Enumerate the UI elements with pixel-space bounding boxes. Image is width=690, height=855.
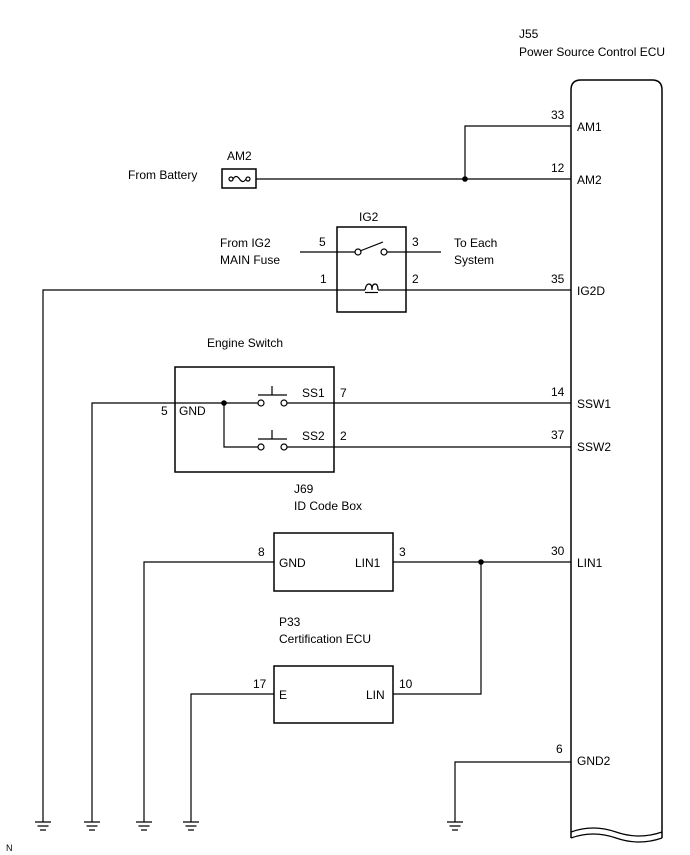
gnd2-wire [454, 761, 571, 822]
id-code-box-lin-pin: 3 [399, 545, 406, 559]
id-code-box-gnd-pin: 8 [258, 545, 265, 559]
ground-icon [183, 821, 199, 831]
lin-wiring [143, 559, 571, 822]
engine-switch-gnd-pin: 5 [161, 404, 168, 418]
ground-icon [35, 821, 51, 831]
engine-switch-title: Engine Switch [207, 336, 283, 350]
ecu-pin-12: 12 [551, 161, 565, 175]
relay-name: IG2 [359, 210, 379, 224]
engine-switch-ss1-pin: 7 [340, 386, 347, 400]
fuse-icon [221, 168, 257, 189]
cert-ecu-e-label: E [279, 688, 287, 702]
relay-pin-2: 2 [412, 272, 419, 286]
ground-icon [84, 821, 100, 831]
relay-pin-1: 1 [320, 272, 327, 286]
id-code-box-gnd-label: GND [279, 556, 306, 570]
ecu-terminal-ig2d: IG2D [577, 284, 605, 298]
ecu-terminal-ssw2: SSW2 [577, 440, 611, 454]
engine-switch-gnd-label: GND [179, 404, 206, 418]
relay-coil-icon [337, 283, 379, 294]
ground-icon [447, 821, 463, 831]
id-code-box-code: J69 [294, 482, 314, 496]
cert-ecu-lin-pin: 10 [399, 677, 413, 691]
relay-left-label-2: MAIN Fuse [220, 253, 280, 267]
relay-pin-3: 3 [412, 235, 419, 249]
am-wiring [256, 125, 571, 182]
ecu-pin-35: 35 [551, 272, 565, 286]
ecu-pin-37: 37 [551, 428, 565, 442]
ecu-code: J55 [519, 27, 539, 41]
engine-switch-wiring [91, 386, 571, 822]
ecu-terminal-lin1: LIN1 [577, 556, 603, 570]
cert-ecu-name: Certification ECU [279, 632, 371, 646]
ecu-terminal-am1: AM1 [577, 120, 602, 134]
cert-ecu-lin-label: LIN [366, 688, 385, 702]
ecu-terminal-ssw1: SSW1 [577, 397, 611, 411]
corner-mark: N [6, 843, 13, 853]
fuse-source-label: From Battery [128, 168, 197, 182]
ecu-pin-33: 33 [551, 108, 565, 122]
engine-switch-ss1-label: SS1 [302, 386, 325, 400]
cert-ecu-ground-wire [190, 693, 274, 822]
relay-right-label-2: System [454, 253, 494, 267]
wire-junction [462, 176, 468, 182]
ecu-terminal-am2: AM2 [577, 173, 602, 187]
relay-right-label-1: To Each [454, 236, 497, 250]
engine-switch-ss2-pin: 2 [340, 429, 347, 443]
ecu-name: Power Source Control ECU [519, 45, 665, 59]
engine-switch [174, 366, 335, 473]
ig2-relay [300, 226, 441, 313]
ecu-pin-14: 14 [551, 385, 565, 399]
cert-ecu-e-pin: 17 [253, 677, 267, 691]
engine-switch-ss2-label: SS2 [302, 429, 325, 443]
power-source-control-ecu [570, 79, 663, 843]
cert-ecu-code: P33 [279, 615, 301, 629]
relay-left-label-1: From IG2 [220, 236, 271, 250]
certification-ecu [273, 665, 394, 724]
relay-pin-5: 5 [319, 235, 326, 249]
id-code-box-lin-label: LIN1 [355, 556, 381, 570]
ecu-pin-30: 30 [551, 544, 565, 558]
ground-icon [136, 821, 152, 831]
id-code-box-name: ID Code Box [294, 499, 362, 513]
ecu-pin-6: 6 [556, 742, 563, 756]
ig2-coil-ground-wire [42, 289, 337, 822]
ecu-terminal-gnd2: GND2 [577, 754, 611, 768]
fuse-name: AM2 [227, 149, 252, 163]
